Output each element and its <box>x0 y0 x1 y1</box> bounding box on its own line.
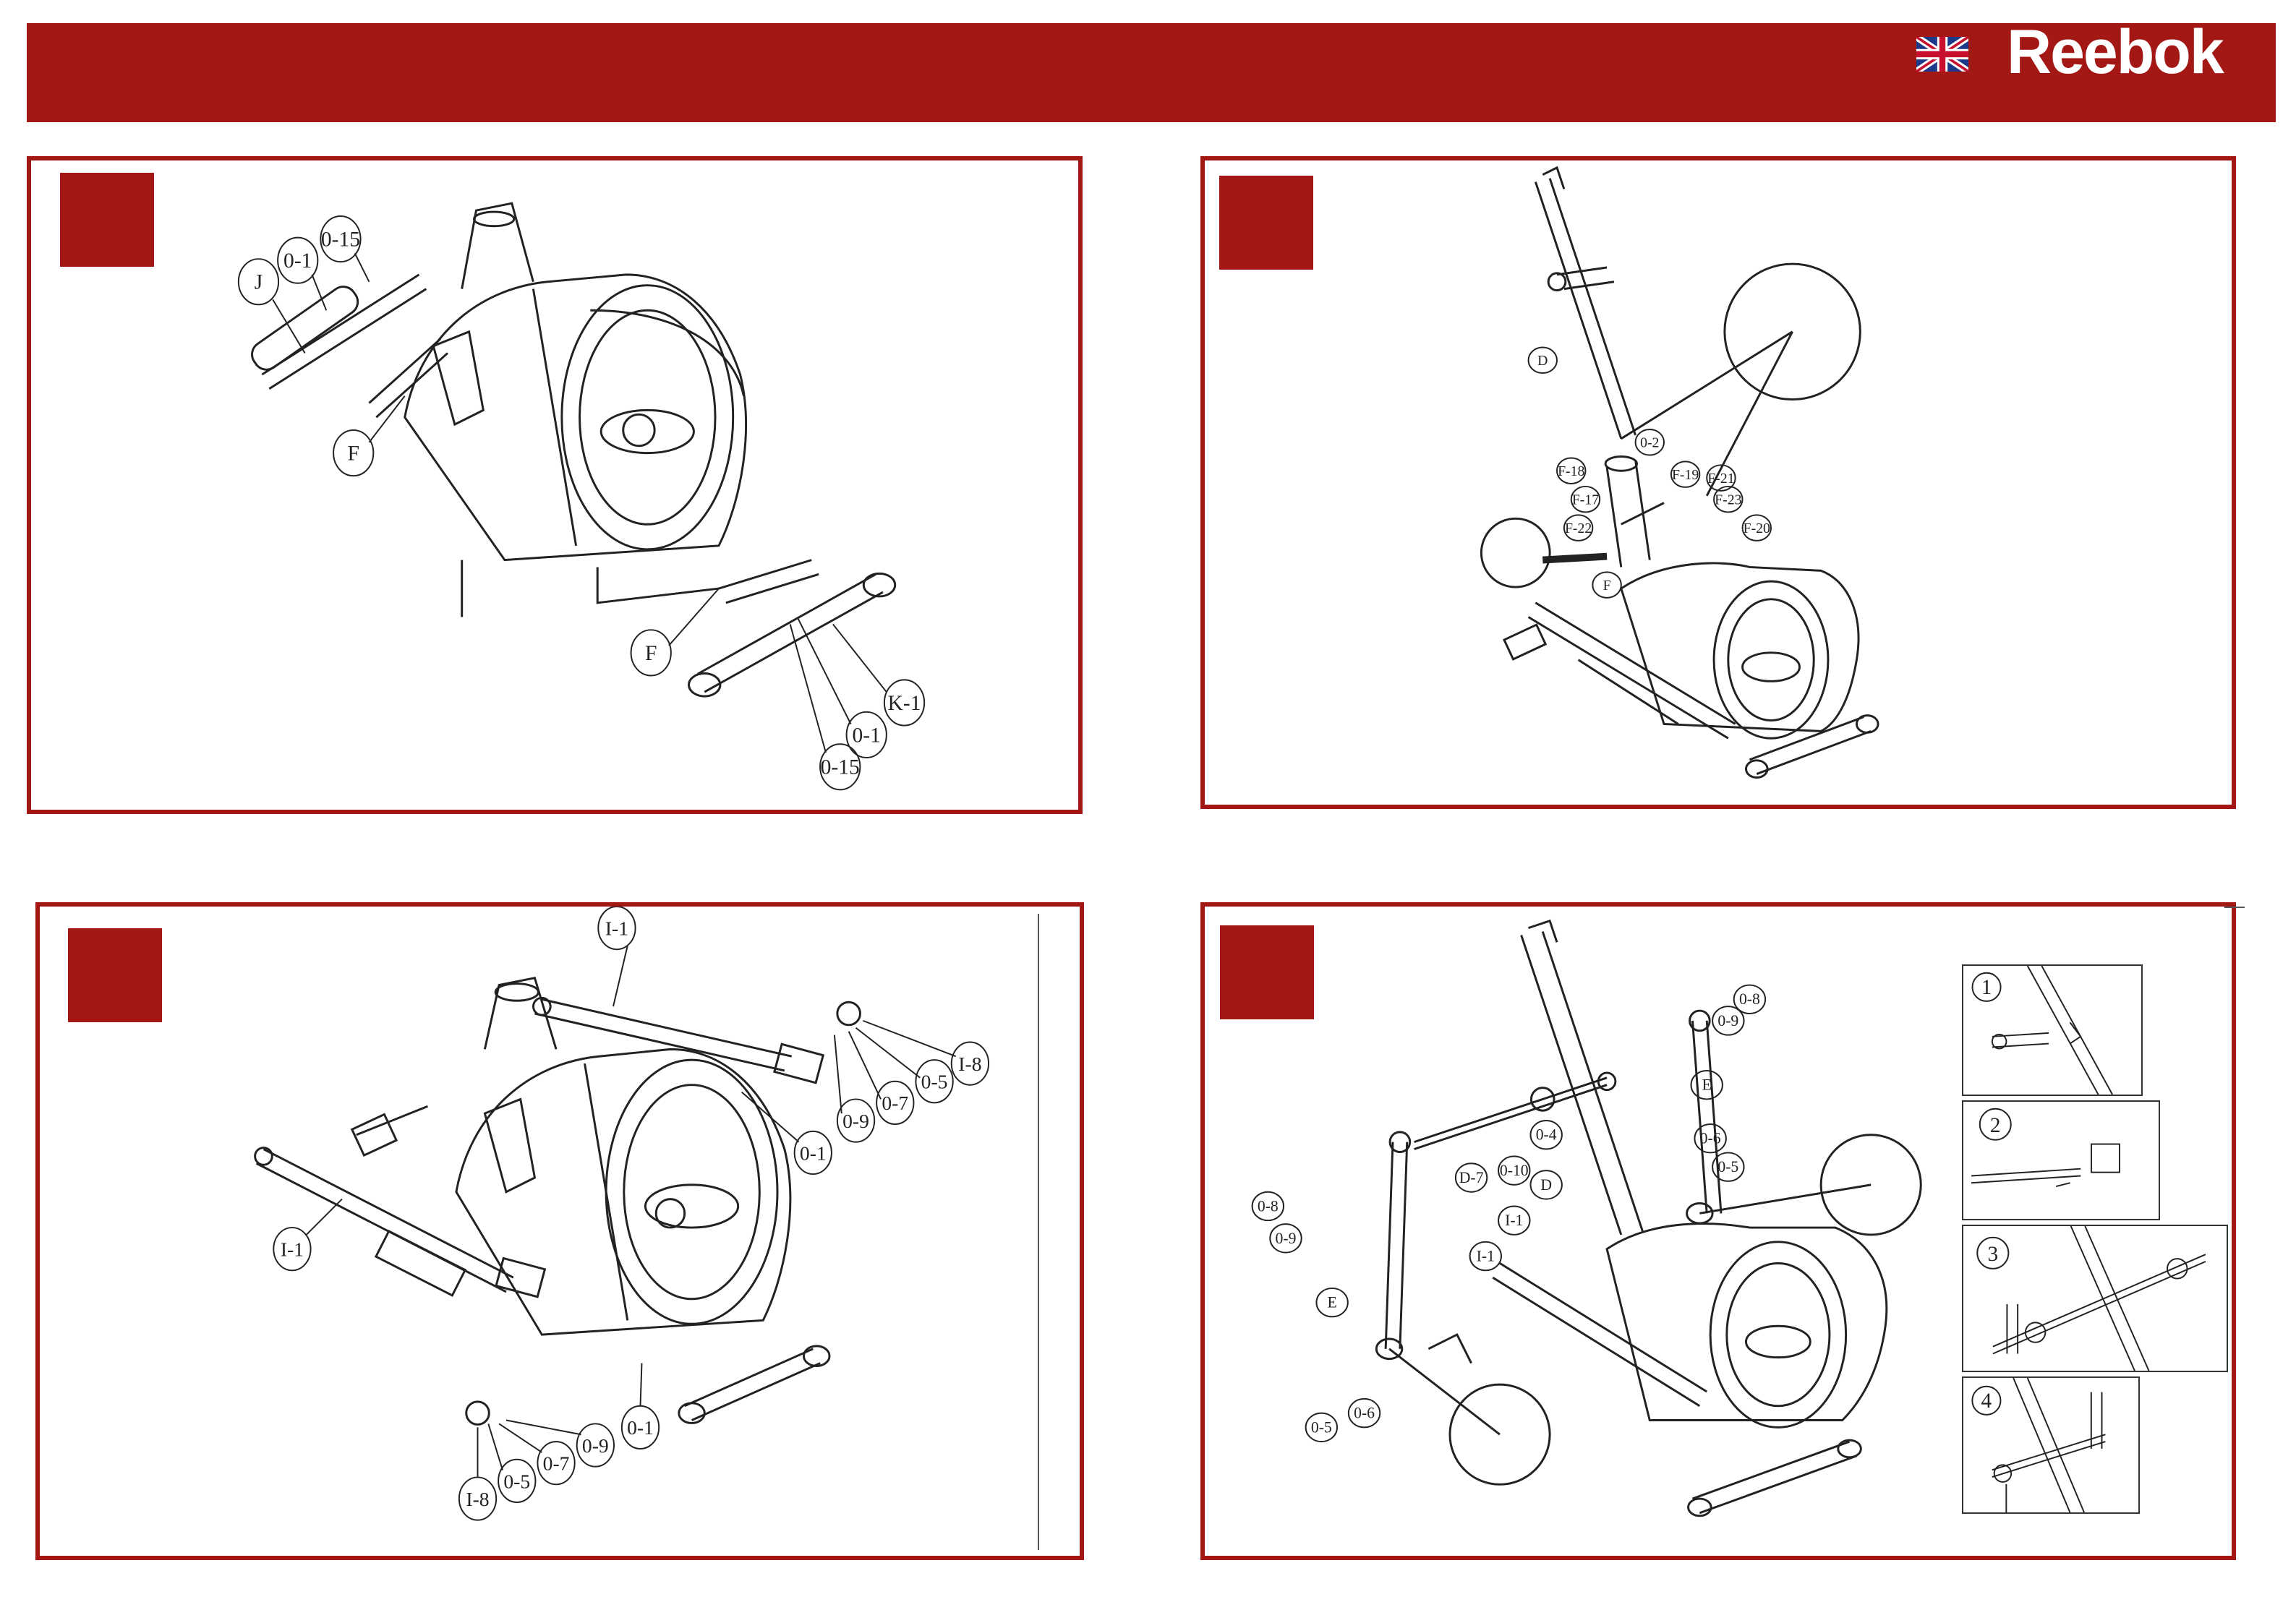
callout-label: I-8 <box>958 1053 981 1075</box>
callout-label: F-23 <box>1715 492 1741 508</box>
uk-flag-icon <box>1916 37 1968 72</box>
callout-label: D <box>1537 353 1548 369</box>
callout-label: 0-7 <box>882 1092 908 1114</box>
callout-label: I-1 <box>281 1238 304 1261</box>
callout-label: 0-5 <box>503 1470 530 1492</box>
callout-label: 0-15 <box>821 756 860 779</box>
callout-label: 0-9 <box>1717 1012 1738 1029</box>
step-inset-1: 1 <box>1962 964 2143 1096</box>
callout-label: 0-1 <box>627 1416 654 1439</box>
callout-label: 0-2 <box>1640 435 1659 451</box>
callout-label: 0-9 <box>1276 1230 1297 1247</box>
step-inset-4: 4 <box>1962 1376 2140 1514</box>
exploded-view-drawing: I-1 I-8 0-5 0-7 0-9 0-1 I-1 0-1 0-9 0-7 … <box>40 907 1080 1556</box>
callout-label: 0-4 <box>1536 1126 1557 1144</box>
callout-label: F <box>645 642 657 665</box>
callout-label: F <box>347 442 359 465</box>
step-inset-2: 2 <box>1962 1100 2160 1220</box>
callout-label: F-22 <box>1565 521 1592 536</box>
reebok-logo: Reebok <box>2007 16 2223 88</box>
step-number: 1 <box>1981 976 1992 999</box>
callout-label: E <box>1328 1294 1337 1311</box>
step-inset-3: 3 <box>1962 1225 2228 1372</box>
callout-label: E <box>1702 1076 1712 1094</box>
step-number: 3 <box>1987 1243 1998 1266</box>
assembly-step-panel-3: I-1 I-8 0-5 0-7 0-9 0-1 I-1 0-1 0-9 0-7 … <box>35 902 1084 1560</box>
callout-label: F-17 <box>1572 492 1599 508</box>
callout-label: 0-7 <box>543 1452 570 1475</box>
callout-label: I-1 <box>1477 1247 1495 1264</box>
step-number: 4 <box>1981 1389 1992 1413</box>
callout-label: 0-6 <box>1354 1405 1375 1422</box>
callout-label: I-1 <box>1505 1212 1523 1229</box>
callout-label: I-1 <box>605 917 628 939</box>
exploded-view-drawing: D 0-2 F-18 F-19 F-21 F-17 F-23 F-22 F-20… <box>1205 160 2232 805</box>
callout-label: F-19 <box>1672 467 1699 483</box>
callout-label: 0-9 <box>842 1110 869 1132</box>
callout-label: F-21 <box>1707 471 1734 487</box>
exploded-view-drawing: J 0-1 0-15 F F K-1 0-1 0-15 <box>31 160 1078 810</box>
callout-label: 0-8 <box>1739 990 1760 1008</box>
callout-label: F-20 <box>1744 521 1770 536</box>
callout-label: 0-10 <box>1500 1162 1529 1179</box>
callout-label: 0-5 <box>1311 1418 1332 1436</box>
callout-label: 0-5 <box>921 1071 948 1093</box>
callout-label: 0-5 <box>1717 1158 1738 1176</box>
callout-label: D-7 <box>1459 1169 1484 1186</box>
callout-label: F <box>1603 578 1611 594</box>
callout-label: K-1 <box>888 692 921 715</box>
assembly-step-panel-2: D 0-2 F-18 F-19 F-21 F-17 F-23 F-22 F-20… <box>1200 156 2236 809</box>
assembly-step-panel-1: J 0-1 0-15 F F K-1 0-1 0-15 <box>27 156 1083 814</box>
step-number: 2 <box>1990 1114 2001 1137</box>
callout-label: 0-1 <box>800 1142 827 1164</box>
callout-label: 0-1 <box>853 724 881 747</box>
callout-label: F-18 <box>1558 463 1584 479</box>
callout-label: 0-15 <box>321 228 360 251</box>
callout-label: I-8 <box>466 1488 489 1510</box>
callout-label: D <box>1540 1176 1552 1194</box>
assembly-step-panel-4: 0-8 0-9 E 0-10 0-4 D-7 D 0-6 0-5 I-1 I-1… <box>1200 902 2236 1560</box>
callout-label: J <box>255 271 263 294</box>
callout-label: 0-6 <box>1700 1130 1721 1147</box>
callout-label: 0-8 <box>1258 1197 1279 1215</box>
callout-label: 0-9 <box>582 1434 609 1457</box>
callout-label: 0-1 <box>283 249 312 273</box>
